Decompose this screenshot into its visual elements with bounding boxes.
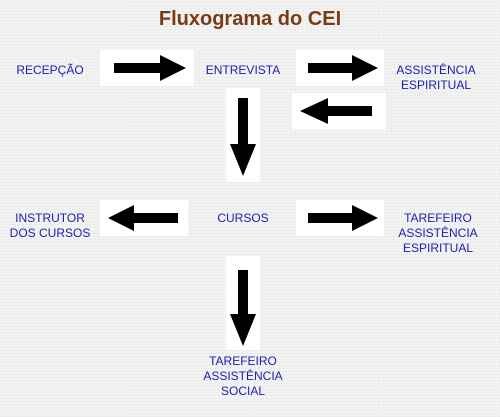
- arrow-down-cursos-tarefeiro-social: [226, 256, 260, 350]
- arrow-down-entrevista-cursos: [226, 88, 260, 182]
- arrow-right-entrevista-assistencia: [296, 50, 384, 86]
- node-tarefeiro-assistencia-social: TAREFEIRO ASSISTÊNCIA SOCIAL: [203, 354, 283, 398]
- arrow-left-assistencia-entrevista: [292, 93, 386, 129]
- arrow-right-cursos-tarefeiro-espiritual: [296, 200, 384, 236]
- node-assistencia-espiritual: ASSISTÊNCIA ESPIRITUAL: [396, 63, 476, 92]
- node-cursos: CURSOS: [217, 211, 269, 225]
- arrow-right-recepcao-entrevista: [100, 50, 194, 86]
- node-entrevista: ENTREVISTA: [205, 63, 281, 77]
- arrow-left-cursos-instrutor: [100, 200, 188, 236]
- node-recepcao: RECEPÇÃO: [16, 63, 84, 77]
- node-tarefeiro-assistencia-espiritual: TAREFEIRO ASSISTÊNCIA ESPIRITUAL: [398, 211, 478, 255]
- diagram-title: Fluxograma do CEI: [158, 8, 342, 30]
- node-instrutor-cursos: INSTRUTOR DOS CURSOS: [9, 211, 91, 240]
